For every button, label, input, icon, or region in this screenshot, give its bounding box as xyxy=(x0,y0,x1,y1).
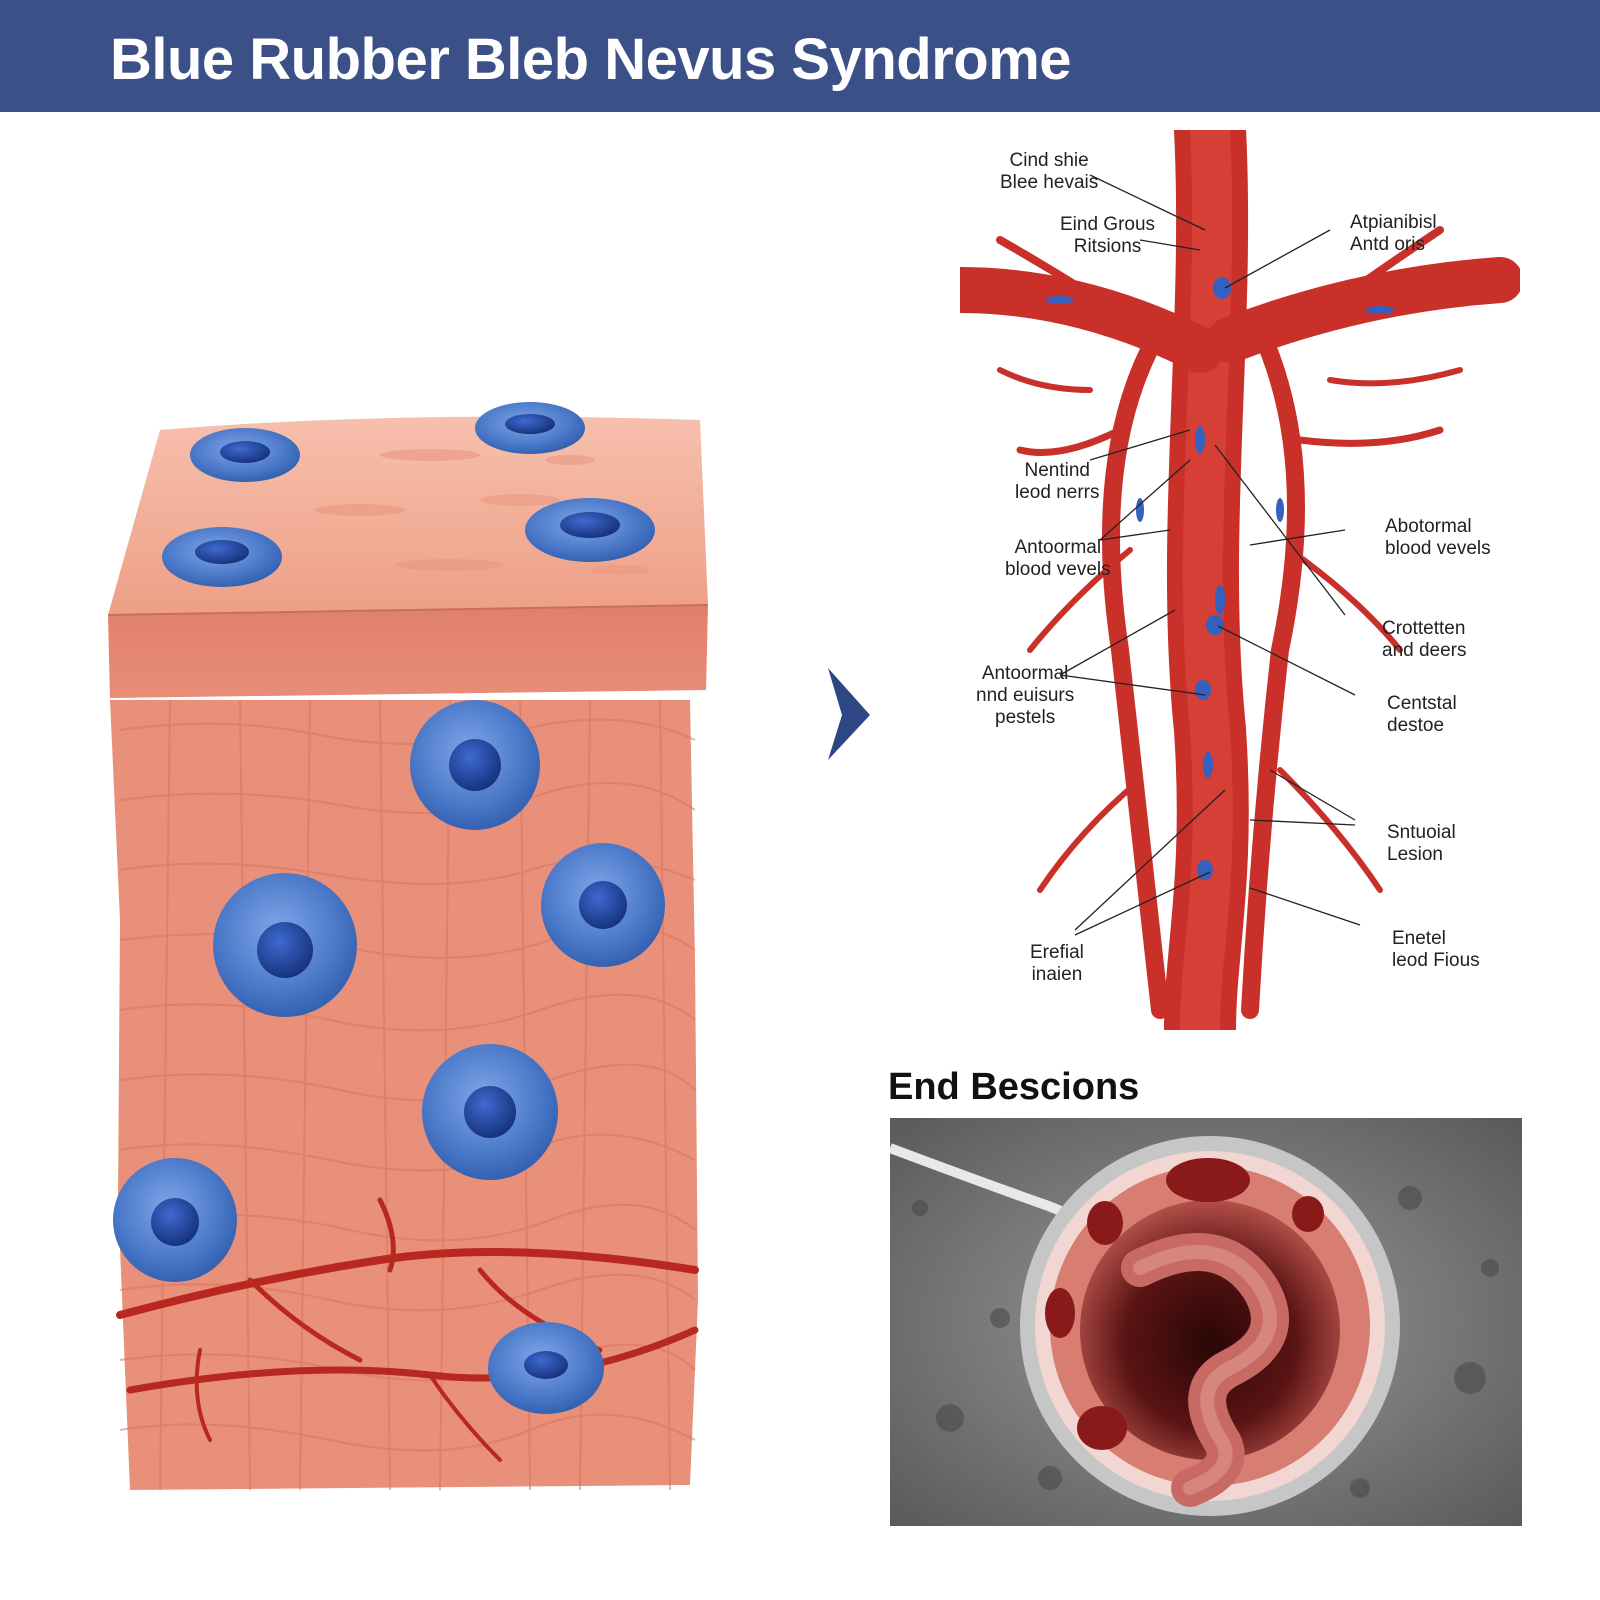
vessel-label-1: Cind shie Blee hevais xyxy=(1000,150,1099,193)
bleb-top-2 xyxy=(475,402,585,454)
vessel-label-10: Sntuoial Lesion xyxy=(1387,822,1456,865)
bleb-dermis-1 xyxy=(410,700,540,830)
bleb-top-4 xyxy=(525,498,655,562)
vessel-label-7: Crottetten and deers xyxy=(1382,618,1467,661)
bleb-top-3 xyxy=(162,527,282,587)
bleb-dermis-3 xyxy=(541,843,665,967)
vessel-label-11: Erefial inaien xyxy=(1030,942,1084,985)
vessel-label-2: Eind Grous Ritsions xyxy=(1060,214,1156,257)
vessel-label-8: Antoormal nnd euisurs pestels xyxy=(976,663,1075,728)
chevron-right-icon xyxy=(828,668,870,760)
endoscopy-heading: End Bescions xyxy=(888,1066,1140,1108)
bleb-dermis-5 xyxy=(113,1158,237,1282)
endoscopy-image xyxy=(890,1118,1522,1526)
bleb-top-1 xyxy=(190,428,300,482)
bleb-dermis-6 xyxy=(488,1322,604,1414)
title-bar: Blue Rubber Bleb Nevus Syndrome xyxy=(0,0,1600,112)
vessel-label-9: Centstal destoe xyxy=(1387,693,1457,736)
vessel-label-3: Atpianibisl Antd oris xyxy=(1350,212,1437,255)
vessel-label-6: Abotormal blood vevels xyxy=(1385,516,1491,559)
bleb-dermis-2 xyxy=(213,873,357,1017)
vessel-label-5: Antoormal blood vevels xyxy=(1005,537,1111,580)
page-title: Blue Rubber Bleb Nevus Syndrome xyxy=(110,27,1072,92)
skin-cross-section xyxy=(107,402,709,1491)
vessel-label-12: Enetel leod Fious xyxy=(1392,928,1480,971)
bleb-dermis-4 xyxy=(422,1044,558,1180)
vessel-diagram xyxy=(960,130,1520,1030)
vessel-label-4: Nentind leod nerrs xyxy=(1015,460,1100,503)
